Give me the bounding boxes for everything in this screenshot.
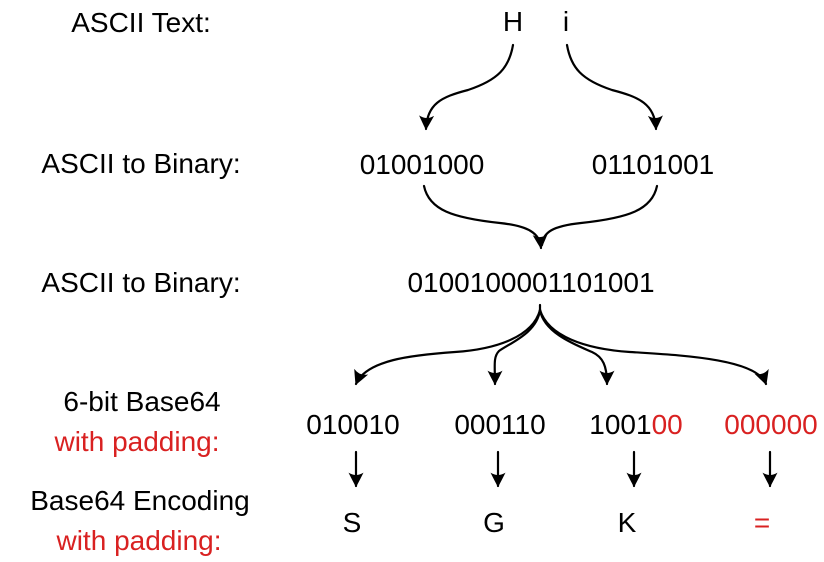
six-bit-group-2: 000110 (454, 411, 545, 439)
six-bit-group-1-bits: 010010 (306, 409, 400, 440)
six-bit-group-4: 000000 (724, 411, 817, 439)
base64-char-s: S (342, 507, 362, 538)
label-encoding-with-padding: with padding: (56, 525, 222, 556)
arrow-merge-right (540, 184, 659, 247)
arrow-fan-4 (538, 308, 769, 386)
six-bit-group-1: 010010 (306, 411, 399, 439)
label-six-bit-base64: 6-bit Base64 (63, 386, 221, 417)
ascii-char-h: H (502, 6, 524, 37)
six-bit-group-3-bits: 1001 (589, 409, 652, 440)
binary-byte-2: 01101001 (591, 149, 715, 180)
binary-combined: 0100100001101001 (407, 267, 655, 298)
base64-char-g: G (483, 507, 505, 538)
label-base64-encoding: Base64 Encoding (30, 485, 250, 516)
arrow-fan-2 (487, 308, 542, 386)
six-bit-group-4-padding-bits: 000000 (724, 409, 818, 440)
arrow-i-to-binary (565, 43, 663, 131)
base64-char-k: K (617, 507, 637, 538)
label-ascii-to-binary-1: ASCII to Binary: (41, 148, 241, 179)
ascii-char-i: i (562, 6, 570, 37)
label-six-bit-with-padding: with padding: (54, 426, 220, 457)
arrow-merge-left (422, 184, 548, 250)
six-bit-group-2-bits: 000110 (454, 409, 546, 440)
arrow-fan-1 (354, 308, 542, 386)
label-ascii-text: ASCII Text: (71, 7, 211, 38)
label-ascii-to-binary-2: ASCII to Binary: (41, 267, 241, 298)
six-bit-group-3-padding-bits: 00 (651, 409, 683, 440)
base64-char-padding-equals: = (753, 507, 771, 538)
six-bit-group-3: 100100 (589, 411, 682, 439)
binary-byte-1: 01001000 (359, 149, 485, 180)
arrow-h-to-binary (419, 43, 515, 131)
